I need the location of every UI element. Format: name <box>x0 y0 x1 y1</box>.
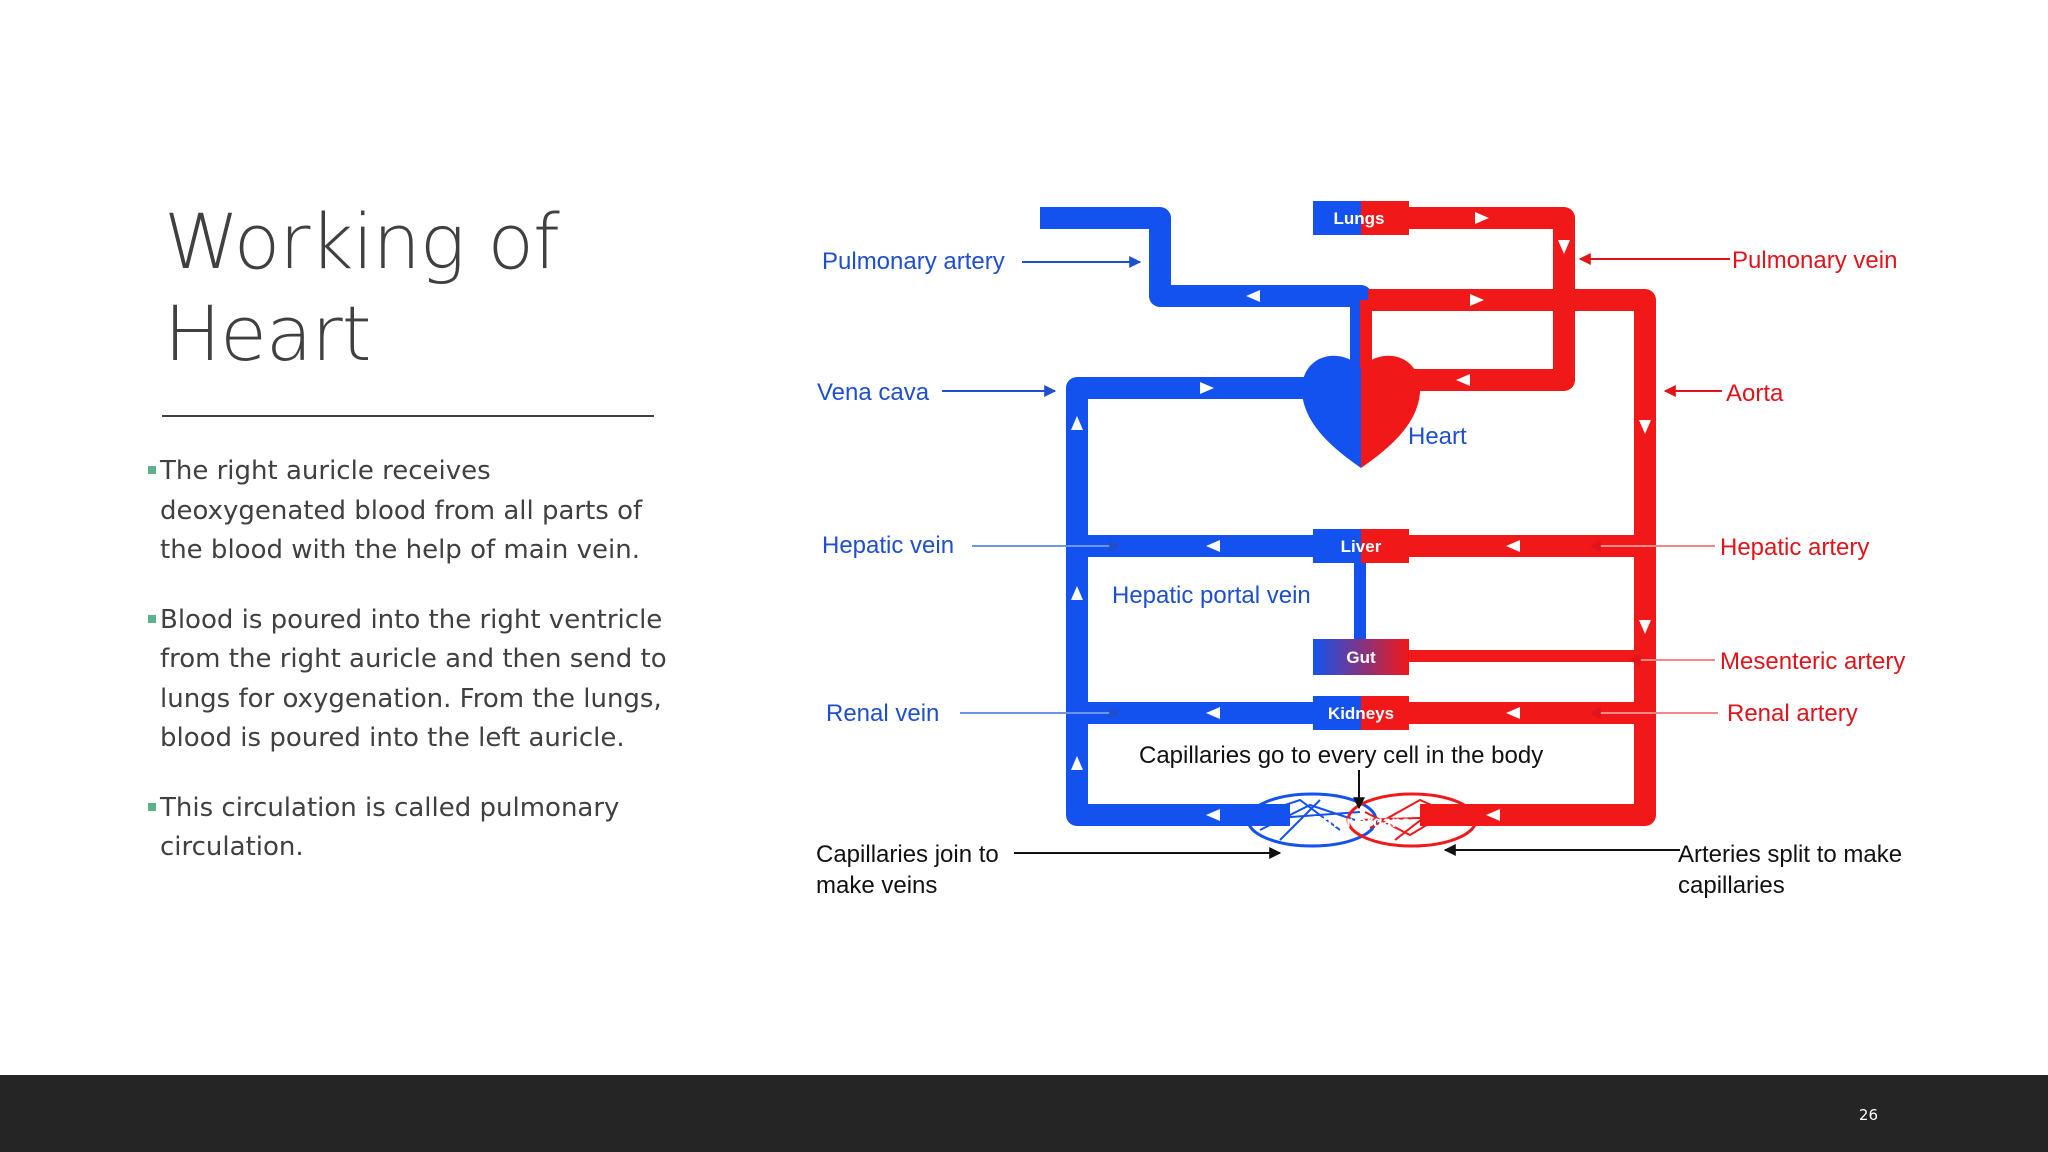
flow-arrow-down <box>1639 420 1651 434</box>
flow-arrow-left <box>1506 540 1520 552</box>
label-aorta: Aorta <box>1726 380 1784 407</box>
label-capillaries-join-line1: Capillaries join to <box>816 841 999 868</box>
flow-arrow-left <box>1456 374 1470 386</box>
aorta-vessel <box>1368 289 1656 826</box>
flow-arrow-left <box>1506 707 1520 719</box>
flow-arrow-down <box>1639 620 1651 634</box>
organ-liver-label: Liver <box>1341 537 1382 556</box>
bullet-text: The right auricle receives deoxygenated … <box>160 456 643 565</box>
label-mesenteric-artery: Mesenteric artery <box>1720 648 1905 675</box>
label-pulmonary-artery: Pulmonary artery <box>822 248 1005 275</box>
capillary-bed <box>1246 792 1478 848</box>
flow-arrow-up <box>1071 586 1083 600</box>
kidneys-box-right <box>1361 696 1409 730</box>
label-pulmonary-vein: Pulmonary vein <box>1732 247 1897 274</box>
flow-arrow-left <box>1486 809 1500 821</box>
bullet-text: This circulation is called pulmonary cir… <box>160 792 620 863</box>
organ-labels: Lungs Liver Gut Kidneys Other organs <box>1310 209 1411 831</box>
organ-other-label: Other organs <box>1310 814 1411 831</box>
gut-box <box>1313 639 1409 675</box>
flow-arrow-up <box>1071 756 1083 770</box>
bullet-item: Blood is poured into the right ventricle… <box>148 601 678 759</box>
liver-box-right <box>1361 529 1409 563</box>
bullet-marker <box>148 614 156 623</box>
bullet-marker <box>148 466 156 474</box>
label-hepatic-portal-vein: Hepatic portal vein <box>1112 582 1311 609</box>
label-capillaries-join-line2: make veins <box>816 872 937 899</box>
bullet-marker <box>148 802 156 811</box>
label-hepatic-vein: Hepatic vein <box>822 532 954 559</box>
title-divider <box>162 415 654 417</box>
vessel-labels: Pulmonary artery Vena cava Hepatic vein … <box>816 247 1905 899</box>
flow-arrow-left <box>1206 540 1220 552</box>
liver-box-left <box>1313 529 1361 563</box>
bullet-list: The right auricle receives deoxygenated … <box>148 452 678 898</box>
organ-boxes <box>1313 201 1409 730</box>
flow-arrow-left <box>1246 290 1260 302</box>
label-arteries-split-line1: Arteries split to make <box>1678 841 1902 868</box>
flow-arrow-left <box>1206 809 1220 821</box>
label-capillaries-note: Capillaries go to every cell in the body <box>1139 742 1543 769</box>
flow-arrow-right <box>1470 294 1484 306</box>
organ-gut-label: Gut <box>1346 648 1376 667</box>
label-renal-vein: Renal vein <box>826 700 939 727</box>
kidneys-box-left <box>1313 696 1361 730</box>
circulation-diagram: Lungs Liver Gut Kidneys Other organs Pul… <box>816 201 1905 899</box>
flow-arrow-right <box>1255 212 1269 224</box>
portal-up-arrow <box>1354 586 1366 600</box>
label-heart: Heart <box>1408 423 1467 450</box>
bullet-item: This circulation is called pulmonary cir… <box>148 789 678 868</box>
label-hepatic-artery: Hepatic artery <box>1720 534 1869 561</box>
flow-arrow-left <box>1206 707 1220 719</box>
flow-arrow-right <box>1200 382 1214 394</box>
heart-shape <box>1301 355 1421 468</box>
label-vena-cava: Vena cava <box>817 379 930 406</box>
lungs-box-right <box>1361 201 1409 235</box>
flow-arrow-up <box>1071 416 1083 430</box>
page-number: 26 <box>1858 1106 1878 1124</box>
lungs-box-left <box>1313 201 1361 235</box>
flow-arrows <box>1071 212 1651 821</box>
organ-kidneys-label: Kidneys <box>1328 704 1394 723</box>
organ-lungs-label: Lungs <box>1334 209 1385 228</box>
footer-bar <box>0 1075 2048 1152</box>
deoxygenated-vessels <box>1040 207 1372 826</box>
bullet-item: The right auricle receives deoxygenated … <box>148 452 678 571</box>
slide-title: Working of Heart <box>164 197 560 378</box>
flow-arrow-down <box>1558 240 1570 254</box>
pulmonary-artery-vessel <box>1040 207 1372 378</box>
flow-arrow-right <box>1475 212 1489 224</box>
bullet-text: Blood is poured into the right ventricle… <box>160 604 667 754</box>
label-pointers <box>942 253 1730 859</box>
label-renal-artery: Renal artery <box>1727 700 1858 727</box>
label-arteries-split-line2: capillaries <box>1678 872 1785 899</box>
